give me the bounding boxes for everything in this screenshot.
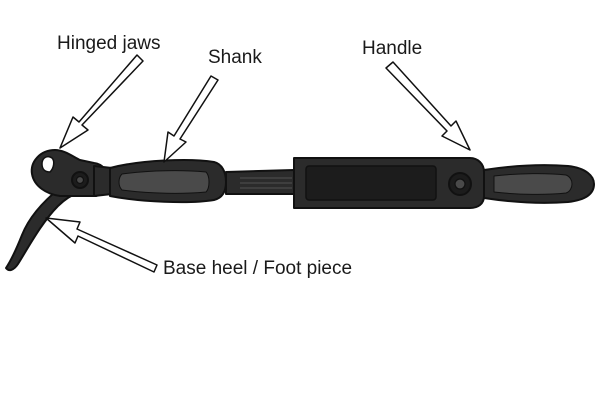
hinged-jaws-label: Hinged jaws: [57, 33, 161, 54]
handle-arrow: [385, 61, 471, 151]
base-heel-label: Base heel / Foot piece: [163, 258, 353, 279]
jaws-mouth: [41, 155, 55, 173]
base-heel-arrow: [45, 217, 158, 273]
handle-grip-highlight: [493, 173, 573, 195]
handle-rivet-center: [454, 178, 466, 190]
handle-panel: [305, 165, 437, 201]
shank-grip-highlight: [118, 170, 210, 194]
hinge-pin-center: [75, 175, 85, 185]
shank-arrow: [163, 75, 219, 163]
nail-puller-tool: [5, 149, 595, 272]
base-heel-shape: [5, 187, 81, 272]
shank-rod: [225, 169, 295, 195]
handle-label: Handle: [362, 38, 423, 59]
hinged-jaws-arrow: [59, 54, 144, 149]
shank-label: Shank: [208, 47, 262, 68]
